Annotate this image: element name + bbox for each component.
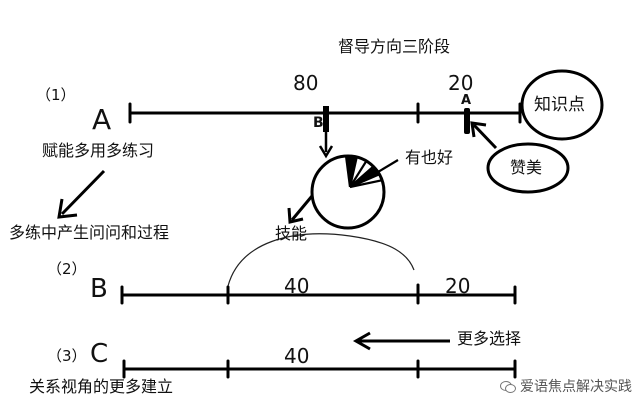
wechat-watermark-icon: [500, 379, 516, 393]
choice-arrowhead: [352, 331, 371, 351]
pie-label: 有也好: [405, 148, 454, 167]
bubble-praise: [486, 142, 570, 194]
praise-arrowhead: [470, 121, 487, 138]
stage2-number: （2）: [47, 260, 87, 278]
watermark: 爱语焦点解决实践: [500, 376, 632, 396]
bubble-knowledge-label: 知识点: [534, 95, 585, 115]
stage3-letter: C: [90, 339, 109, 369]
marker-b-label: B: [313, 115, 324, 131]
stage3-relation: 关系视角的更多建立: [29, 377, 174, 396]
skill-arc: [227, 233, 415, 287]
stage1-value-left: 80: [293, 71, 319, 95]
note-arrow: [60, 169, 106, 216]
marker-a-label: A: [461, 93, 472, 108]
bubble-knowledge: [520, 69, 604, 141]
stage1-result: 多练中产生问问和过程: [9, 223, 170, 242]
stage1-value-right: 20: [448, 71, 474, 95]
stage2-value-right: 20: [445, 274, 471, 298]
marker-b-pin: [318, 106, 334, 159]
skill-arrowhead: [287, 207, 304, 224]
stage3-number: （3）: [47, 347, 87, 365]
marker-a-pin: [464, 108, 470, 134]
skill-arrow: [290, 195, 314, 221]
stage1-number: （1）: [36, 86, 76, 104]
choice-label: 更多选择: [457, 329, 522, 348]
diagram-title: 督导方向三阶段: [338, 37, 451, 56]
note-arrowhead: [57, 198, 78, 219]
stage3-value-mid: 40: [284, 344, 310, 368]
watermark-text: 爱语焦点解决实践: [520, 379, 632, 395]
stage1-note: 赋能多用多练习: [42, 141, 155, 160]
stage2-value-left: 40: [284, 274, 310, 298]
stage2-letter: B: [90, 274, 108, 304]
pie-chart: [310, 154, 399, 230]
skill-label: 技能: [275, 224, 308, 243]
stage1-letter: A: [92, 103, 112, 136]
bubble-praise-label: 赞美: [510, 158, 543, 177]
praise-arrow: [472, 123, 498, 150]
